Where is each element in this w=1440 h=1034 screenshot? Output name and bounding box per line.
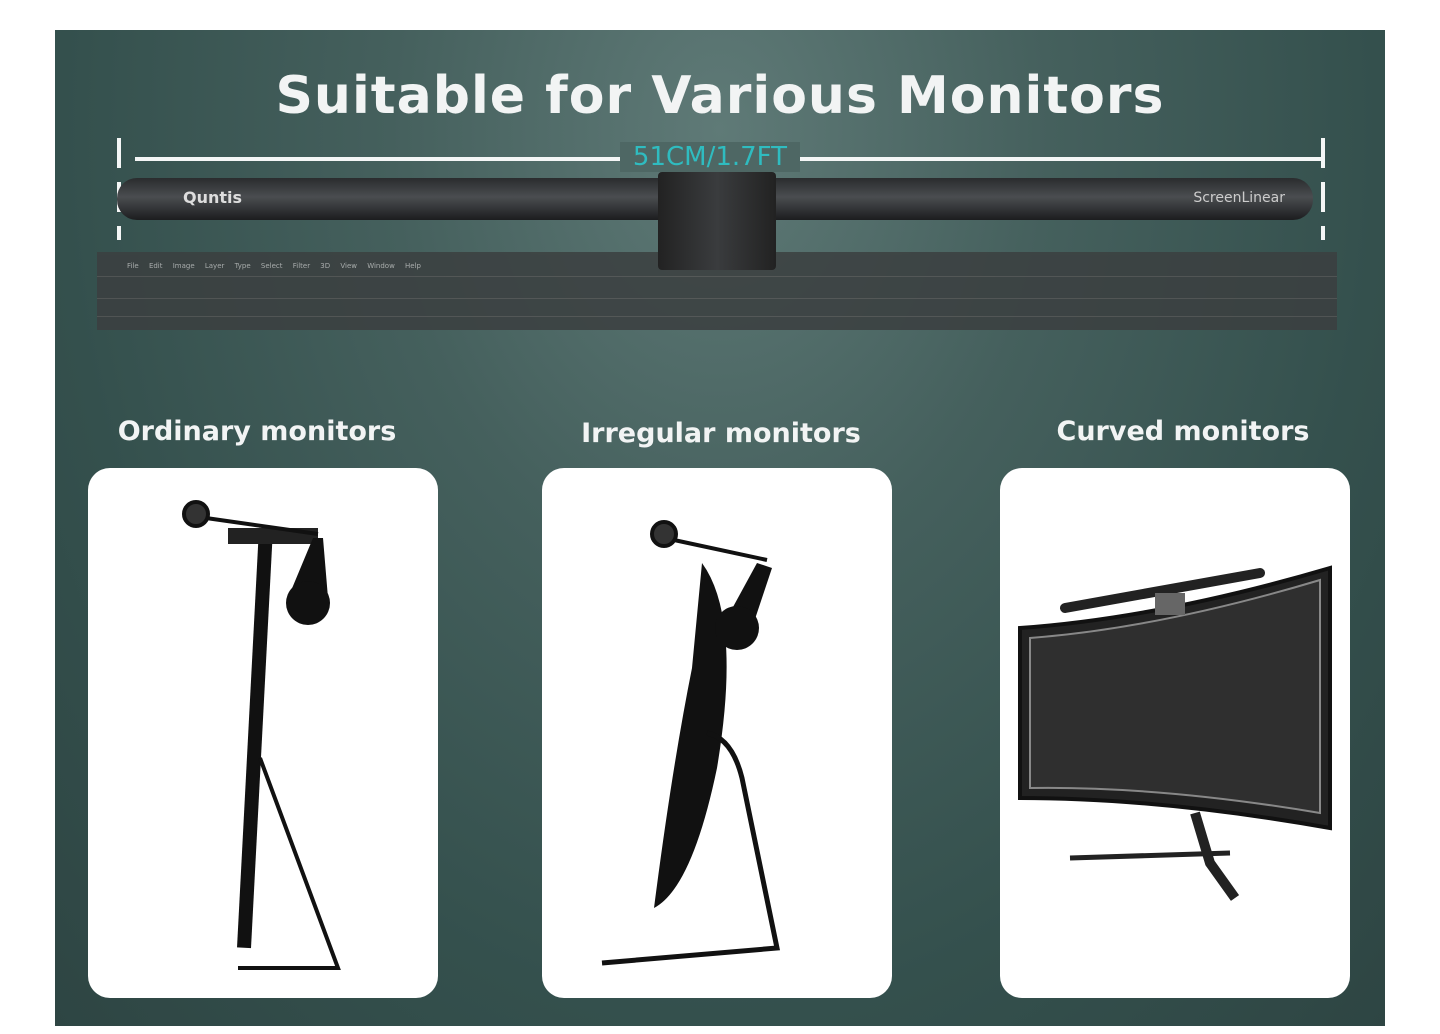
light-bar-brand: Quntis <box>183 188 243 207</box>
irregular-monitor-icon <box>601 520 781 966</box>
card-curved <box>1000 468 1350 998</box>
product-banner: Suitable for Various Monitors 51CM/1.7FT… <box>55 30 1385 1026</box>
ordinary-monitor-icon <box>182 500 341 970</box>
card-irregular <box>542 468 892 998</box>
curved-monitor-icon <box>1018 565 1332 901</box>
dimension-label: 51CM/1.7FT <box>620 142 800 172</box>
light-bar-clamp <box>658 172 776 270</box>
light-bar-model: ScreenLinear <box>1193 190 1285 206</box>
label-ordinary: Ordinary monitors <box>117 416 397 447</box>
screen-menu-bar: File Edit Image Layer Type Select Filter… <box>127 262 421 270</box>
label-irregular: Irregular monitors <box>581 418 861 449</box>
dimension-tick-right <box>1321 138 1325 240</box>
label-curved: Curved monitors <box>1056 416 1310 447</box>
banner-title: Suitable for Various Monitors <box>275 66 1165 126</box>
card-ordinary <box>88 468 438 998</box>
